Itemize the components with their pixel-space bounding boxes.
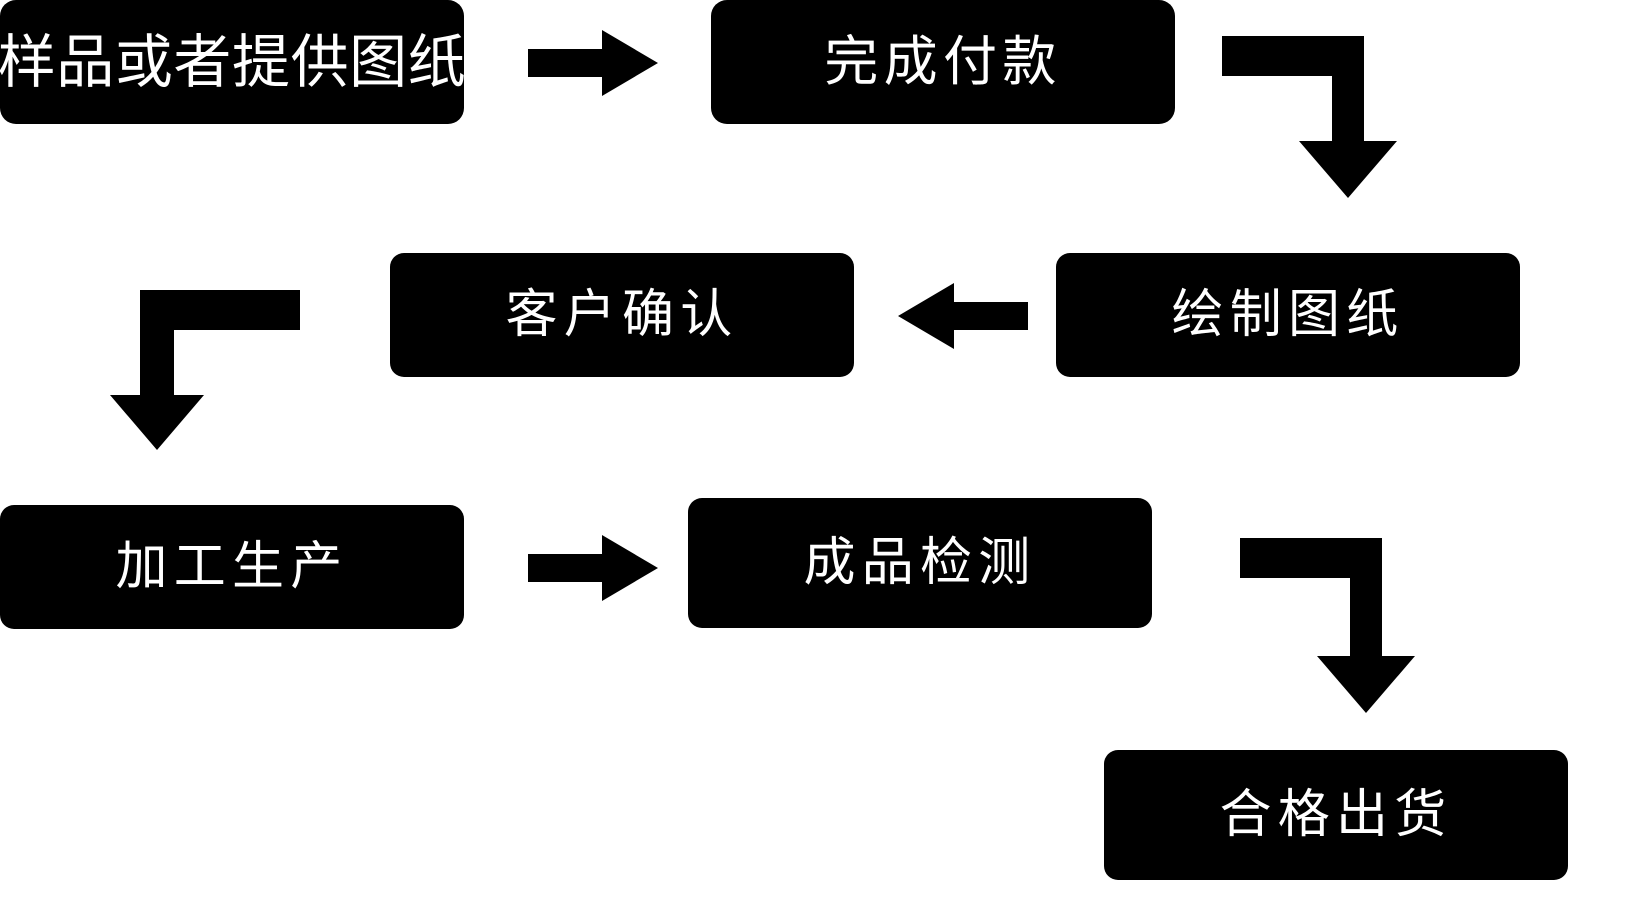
flow-node-inspection-label: 成品检测 <box>803 533 1037 593</box>
flow-node-confirm-label: 客户确认 <box>505 285 739 345</box>
arrow-elbow-payment-to-draw <box>1222 36 1397 198</box>
arrow-right-sample-to-payment <box>528 30 658 96</box>
arrow-right-production-to-inspection <box>528 535 658 601</box>
flow-node-confirm[interactable]: 客户确认 <box>390 253 854 377</box>
flow-node-production[interactable]: 加工生产 <box>0 505 464 629</box>
arrow-elbow-confirm-to-production <box>110 290 300 450</box>
flow-node-production-label: 加工生产 <box>115 537 349 597</box>
flow-node-payment-label: 完成付款 <box>824 30 1062 93</box>
flow-node-sample-label: 样品或者提供图纸 <box>0 28 467 96</box>
arrow-left-draw-to-confirm <box>898 283 1028 349</box>
flow-node-draw[interactable]: 绘制图纸 <box>1056 253 1520 377</box>
flow-node-payment[interactable]: 完成付款 <box>711 0 1175 124</box>
flow-node-draw-label: 绘制图纸 <box>1171 285 1405 345</box>
flow-node-shipment[interactable]: 合格出货 <box>1104 750 1568 880</box>
flow-node-shipment-label: 合格出货 <box>1219 785 1453 845</box>
arrow-elbow-inspection-to-shipment <box>1240 538 1415 713</box>
flow-node-sample[interactable]: 样品或者提供图纸 <box>0 0 467 124</box>
flow-node-inspection[interactable]: 成品检测 <box>688 498 1152 628</box>
